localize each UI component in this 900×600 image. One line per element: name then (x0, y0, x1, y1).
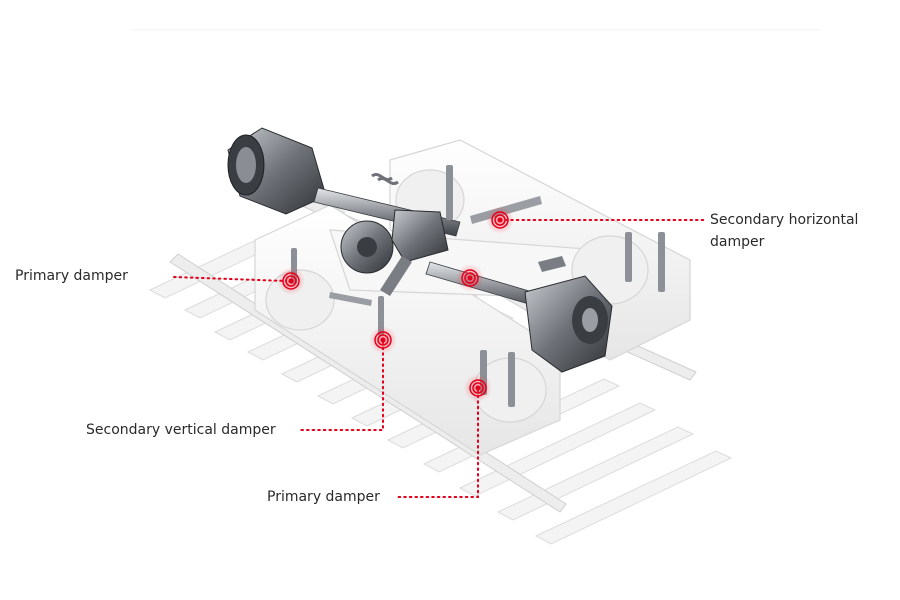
link-arm (380, 256, 412, 296)
damper-rod (378, 296, 384, 336)
label-secondary-horizontal-line1: Secondary horizontal (710, 212, 859, 228)
label-secondary-vertical-damper: Secondary vertical damper (86, 422, 276, 438)
damper-rod (658, 232, 665, 292)
rear-gearbox-face-inner (582, 308, 598, 332)
leader-secondary-vertical (297, 341, 384, 431)
link-arm-2 (538, 256, 566, 272)
damper-marker-icon[interactable] (464, 374, 492, 402)
rear-gearbox (524, 275, 613, 373)
gear-center-hub (357, 237, 377, 257)
sleeper (496, 426, 695, 521)
motor-unit (227, 127, 327, 215)
leader-primary-left (173, 276, 287, 282)
markers (277, 206, 514, 402)
damper-rod (625, 232, 632, 282)
damper-marker-icon[interactable] (486, 206, 514, 234)
label-secondary-horizontal: Secondary horizontal damper (710, 211, 858, 251)
damper-marker-icon[interactable] (456, 264, 484, 292)
leader-lines (173, 219, 705, 498)
label-secondary-horizontal-line2: damper (710, 234, 765, 250)
damper-marker-icon[interactable] (277, 267, 305, 295)
damper-rod (508, 352, 515, 407)
motor-face-inner (236, 147, 256, 183)
damper-marker-icon[interactable] (369, 326, 397, 354)
horizontal-damper-rod (329, 292, 372, 306)
gearbox-mid (391, 209, 449, 263)
label-primary-damper-left: Primary damper (15, 268, 128, 284)
label-primary-damper-bottom: Primary damper (267, 489, 380, 505)
damper-rod (446, 165, 453, 220)
sleeper (534, 450, 733, 545)
pipe (377, 177, 399, 185)
leader-primary-bottom (397, 389, 479, 498)
